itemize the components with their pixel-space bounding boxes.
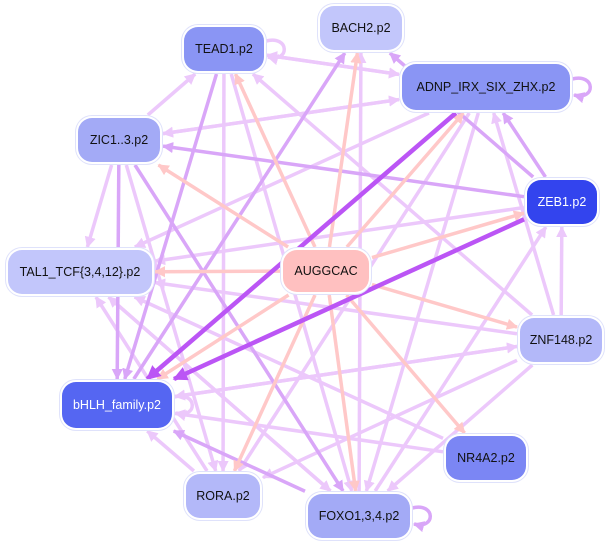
edge-rora-to-bhlh: [146, 429, 196, 473]
edge-auggcac-to-adnp: [345, 111, 465, 249]
edge-adnp-to-foxo: [363, 112, 480, 493]
edge-auggcac-to-foxo: [327, 294, 360, 493]
edge-zeb1-to-adnp: [501, 112, 547, 178]
edge-adnp-to-tal1: [133, 111, 430, 249]
edge-auggcac-to-rora: [232, 294, 317, 473]
edge-auggcac-to-tal1: [153, 266, 281, 278]
edge-auggcac-to-zeb1: [371, 210, 526, 260]
edge-nr4a2-to-bhlh: [173, 409, 444, 454]
edge-nr4a2-to-tal1: [133, 295, 444, 440]
edge-auggcac-to-bhlh: [156, 293, 290, 381]
node-bach2[interactable]: BACH2.p2: [320, 6, 402, 50]
node-bhlh-family[interactable]: bHLH_family.p2: [62, 382, 172, 428]
edge-zeb1-to-zic: [161, 142, 525, 199]
edge-adnp-to-rora: [237, 112, 471, 472]
node-adnp-irx-six-zhx[interactable]: ADNP_IRX_SIX_ZHX.p2: [402, 64, 570, 110]
self-loop-bhlh: [173, 394, 194, 422]
self-loop-foxo: [411, 505, 432, 533]
edge-znf148-to-zeb1: [556, 225, 568, 316]
edge-bhlh-to-znf148: [174, 342, 519, 399]
edge-foxo-to-tal1: [107, 295, 332, 493]
edge-zeb1-to-bhlh: [172, 217, 525, 382]
node-tead1[interactable]: TEAD1.p2: [184, 27, 264, 71]
edge-auggcac-to-znf148: [371, 282, 519, 330]
node-tal1-tcf[interactable]: TAL1_TCF{3,4,12}.p2: [8, 250, 152, 294]
edge-adnp-to-bhlh: [145, 111, 458, 381]
node-rora[interactable]: RORA.p2: [186, 474, 260, 518]
edge-tead1-to-bhlh: [122, 73, 219, 381]
edge-auggcac-to-bach2: [327, 51, 362, 248]
node-znf148[interactable]: ZNF148.p2: [520, 318, 602, 362]
edge-adnp-to-tead1: [265, 51, 400, 77]
edge-auggcac-to-nr4a2: [345, 293, 466, 435]
edge-zic-to-rora: [124, 164, 219, 473]
edge-zic-to-tead1: [146, 72, 197, 117]
node-auggcac-mirna[interactable]: AUGGCAC: [283, 250, 369, 292]
edge-zic-to-tal1: [84, 164, 114, 249]
node-zeb1[interactable]: ZEB1.p2: [527, 180, 597, 224]
self-loop-tead1: [265, 38, 286, 66]
self-loop-adnp: [571, 76, 592, 104]
node-nr4a2[interactable]: NR4A2.p2: [446, 436, 526, 480]
edge-znf148-to-rora: [261, 358, 518, 480]
edge-auggcac-to-tead1: [233, 72, 317, 248]
node-zic1-3[interactable]: ZIC1..3.p2: [78, 118, 160, 162]
edge-auggcac-to-zic: [157, 163, 290, 249]
node-foxo1-3-4[interactable]: FOXO1,3,4.p2: [308, 494, 410, 538]
